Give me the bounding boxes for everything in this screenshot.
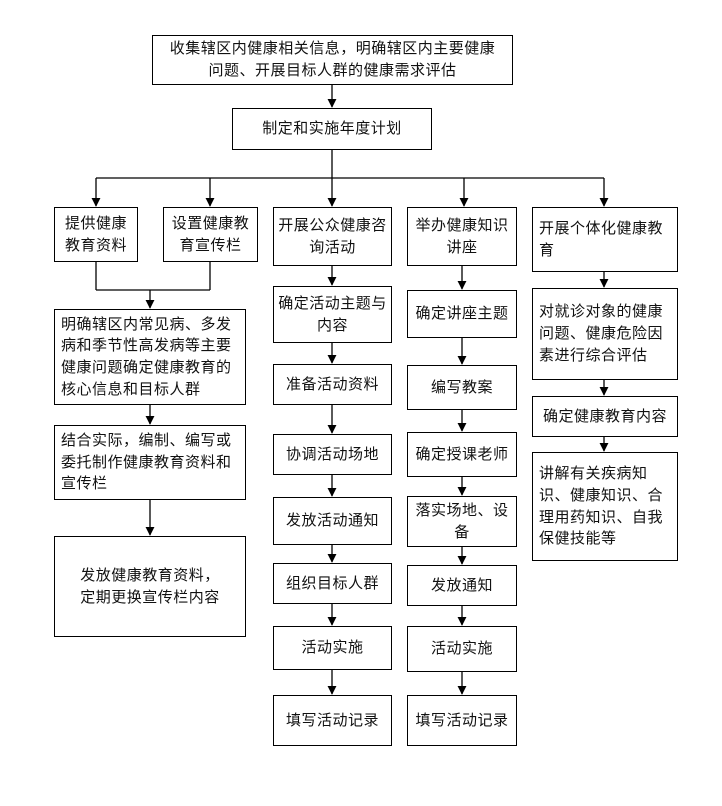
lecture-step-7-text: 填写活动记录 <box>415 710 509 729</box>
identify-issues-box: 明确辖区内常见病、多发病和季节性高发病等主要健康问题确定健康教育的核心信息和目标… <box>54 309 246 405</box>
lecture-step-3: 确定授课老师 <box>407 432 517 477</box>
consult-step-4: 发放活动通知 <box>273 497 392 545</box>
distribute-materials-text: 发放健康教育资料，定期更换宣传栏内容 <box>80 565 220 606</box>
annual-plan-text: 制定和实施年度计划 <box>262 119 402 138</box>
consult-step-3: 协调活动场地 <box>273 434 392 475</box>
individual-step-3: 讲解有关疾病知识、健康知识、合理用药知识、自我保健技能等 <box>532 452 678 561</box>
individual-step-2-text: 确定健康教育内容 <box>542 406 667 425</box>
consult-step-7-text: 填写活动记录 <box>285 710 379 729</box>
collect-info-text: 收集辖区内健康相关信息，明确辖区内主要健康问题、开展目标人群的健康需求评估 <box>169 39 496 79</box>
lecture-step-4-text: 落实场地、设备 <box>415 500 509 541</box>
consult-step-1: 确定活动主题与内容 <box>273 286 392 343</box>
consult-step-5-text: 组织目标人群 <box>285 573 379 592</box>
compile-materials-text: 结合实际，编制、编写或委托制作健康教育资料和宣传栏 <box>61 430 232 493</box>
consult-step-2: 准备活动资料 <box>273 364 392 405</box>
lecture-step-1: 确定讲座主题 <box>407 290 517 338</box>
consult-step-6: 活动实施 <box>273 626 392 670</box>
lecture-step-2: 编写教案 <box>407 365 517 410</box>
consult-step-7: 填写活动记录 <box>273 695 392 746</box>
individual-title-box: 开展个体化健康教育 <box>532 207 678 272</box>
consult-step-1-text: 确定活动主题与内容 <box>278 293 387 334</box>
lecture-step-6: 活动实施 <box>407 626 517 672</box>
collect-info-box: 收集辖区内健康相关信息，明确辖区内主要健康问题、开展目标人群的健康需求评估 <box>152 35 513 85</box>
lecture-step-2-text: 编写教案 <box>430 377 493 396</box>
consult-step-2-text: 准备活动资料 <box>285 374 379 393</box>
consult-step-3-text: 协调活动场地 <box>285 444 379 463</box>
lecture-title-box: 举办健康知识讲座 <box>407 207 517 266</box>
individual-step-1: 对就诊对象的健康问题、健康危险因素进行综合评估 <box>532 288 678 380</box>
lecture-step-6-text: 活动实施 <box>430 639 493 658</box>
lecture-step-5-text: 发放通知 <box>430 575 493 594</box>
distribute-materials-box: 发放健康教育资料，定期更换宣传栏内容 <box>54 536 246 637</box>
individual-step-1-text: 对就诊对象的健康问题、健康危险因素进行综合评估 <box>539 302 664 364</box>
consult-step-6-text: 活动实施 <box>301 638 364 657</box>
provide-materials-box: 提供健康教育资料 <box>54 207 138 262</box>
lecture-step-5: 发放通知 <box>407 565 517 606</box>
individual-title-text: 开展个体化健康教育 <box>539 218 664 259</box>
consult-step-5: 组织目标人群 <box>273 563 392 604</box>
identify-issues-text: 明确辖区内常见病、多发病和季节性高发病等主要健康问题确定健康教育的核心信息和目标… <box>61 314 232 398</box>
setup-board-text: 设置健康教育宣传栏 <box>171 213 250 254</box>
lecture-step-3-text: 确定授课老师 <box>415 444 509 463</box>
lecture-step-4: 落实场地、设备 <box>407 496 517 547</box>
lecture-title-text: 举办健康知识讲座 <box>415 215 509 256</box>
individual-step-3-text: 讲解有关疾病知识、健康知识、合理用药知识、自我保健技能等 <box>539 464 664 548</box>
provide-materials-text: 提供健康教育资料 <box>64 213 127 254</box>
individual-step-2: 确定健康教育内容 <box>532 396 678 437</box>
lecture-step-1-text: 确定讲座主题 <box>415 304 509 323</box>
consult-title-text: 开展公众健康咨询活动 <box>278 215 387 256</box>
consult-title-box: 开展公众健康咨询活动 <box>273 207 392 266</box>
annual-plan-box: 制定和实施年度计划 <box>232 108 432 150</box>
consult-step-4-text: 发放活动通知 <box>285 511 379 530</box>
lecture-step-7: 填写活动记录 <box>407 695 517 746</box>
setup-board-box: 设置健康教育宣传栏 <box>163 207 258 262</box>
compile-materials-box: 结合实际，编制、编写或委托制作健康教育资料和宣传栏 <box>54 425 246 500</box>
